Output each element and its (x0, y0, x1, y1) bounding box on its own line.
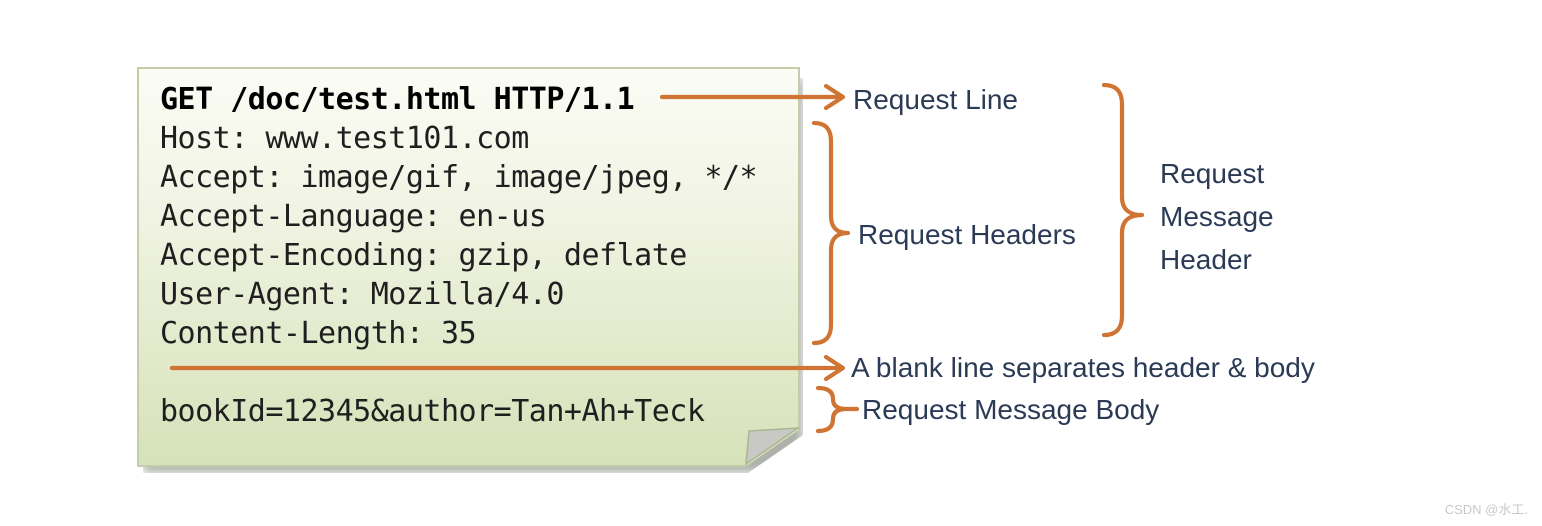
request-headers-label: Request Headers (858, 219, 1076, 250)
folded-corner-icon (745, 427, 801, 466)
request-headers-brace-icon (811, 120, 851, 346)
http-request-note: GET /doc/test.html HTTP/1.1 Host: www.te… (137, 67, 800, 467)
request-line-text: GET /doc/test.html HTTP/1.1 (160, 82, 635, 117)
header-content-length: Content-Length: 35 (160, 316, 477, 351)
csdn-watermark: CSDN @水工. (1444, 502, 1528, 517)
header-user-agent: User-Agent: Mozilla/4.0 (160, 277, 564, 312)
header-accept: Accept: image/gif, image/jpeg, */* (160, 160, 758, 195)
request-message-header-label: Request Message Header (1160, 152, 1274, 281)
header-accept-encoding: Accept-Encoding: gzip, deflate (160, 238, 687, 273)
request-message-body-brace-icon (815, 385, 860, 434)
request-message-header-brace-icon (1101, 82, 1145, 338)
header-host: Host: www.test101.com (160, 121, 529, 156)
request-message-header-line1: Request (1160, 158, 1265, 189)
request-line-label: Request Line (853, 84, 1019, 115)
blank-line-arrowhead-icon (823, 354, 846, 382)
message-body-text: bookId=12345&author=Tan+Ah+Teck (160, 394, 705, 429)
request-message-header-line3: Header (1160, 244, 1252, 275)
request-message-body-label: Request Message Body (862, 394, 1160, 425)
request-message-header-line2: Message (1160, 201, 1274, 232)
header-accept-language: Accept-Language: en-us (160, 199, 547, 234)
request-line-arrowhead-icon (823, 83, 846, 111)
blank-line-label: A blank line separates header & body (851, 352, 1315, 383)
